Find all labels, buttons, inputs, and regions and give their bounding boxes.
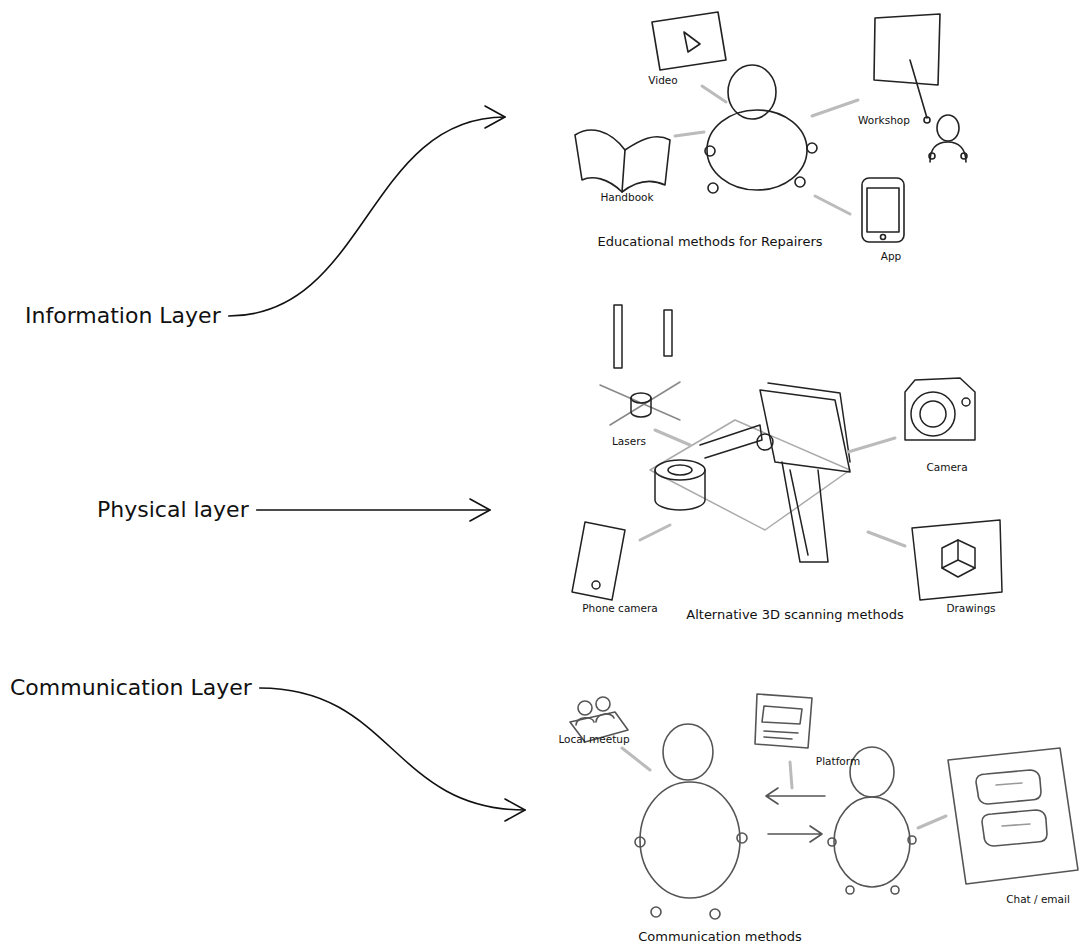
icon-label: Local meetup: [558, 733, 629, 746]
scanning-sketch: [572, 305, 1002, 600]
layer-title: Communication Layer: [10, 674, 252, 702]
group-caption: Communication methods: [638, 929, 802, 945]
method-group: Communication methods: [525, 692, 1081, 948]
layer-name: Physical layer: [97, 496, 249, 524]
layer-name: Communication Layer: [10, 674, 252, 702]
icon-label: Video: [648, 74, 677, 87]
arrow-head: [470, 499, 490, 521]
method-group: Educational methods for Repairers: [505, 5, 1065, 270]
layer-arrow: [260, 688, 525, 821]
layer-arrow: [229, 106, 505, 316]
communication-sketch: [570, 694, 1078, 919]
icon-label: Handbook: [600, 191, 653, 204]
sketch-links: [640, 430, 905, 546]
arrow-line: [257, 509, 490, 511]
layer-name: Information Layer: [25, 302, 221, 330]
icon-label: Platform: [816, 755, 860, 768]
icon-label: Camera: [926, 461, 967, 474]
layer-title: Information Layer: [25, 302, 221, 330]
method-group: Alternative 3D scanning methods: [490, 290, 1050, 625]
layer-arrow: [257, 499, 490, 521]
sketch-links: [622, 748, 946, 828]
arrow-head: [505, 799, 525, 821]
icon-label: App: [881, 250, 902, 263]
arrow-head: [485, 106, 505, 128]
layer-title: Physical layer: [97, 496, 249, 524]
sketch-links: [675, 86, 858, 214]
icon-label: Chat / email: [1006, 893, 1070, 906]
icon-label: Workshop: [858, 114, 910, 127]
group-caption: Educational methods for Repairers: [598, 234, 823, 250]
icon-label: Phone camera: [582, 602, 658, 615]
group-caption: Alternative 3D scanning methods: [686, 607, 903, 623]
education-sketch: [575, 12, 967, 242]
icon-label: Drawings: [946, 602, 995, 615]
icon-label: Lasers: [612, 435, 646, 448]
arrow-line: [260, 688, 525, 810]
arrow-line: [229, 117, 505, 316]
